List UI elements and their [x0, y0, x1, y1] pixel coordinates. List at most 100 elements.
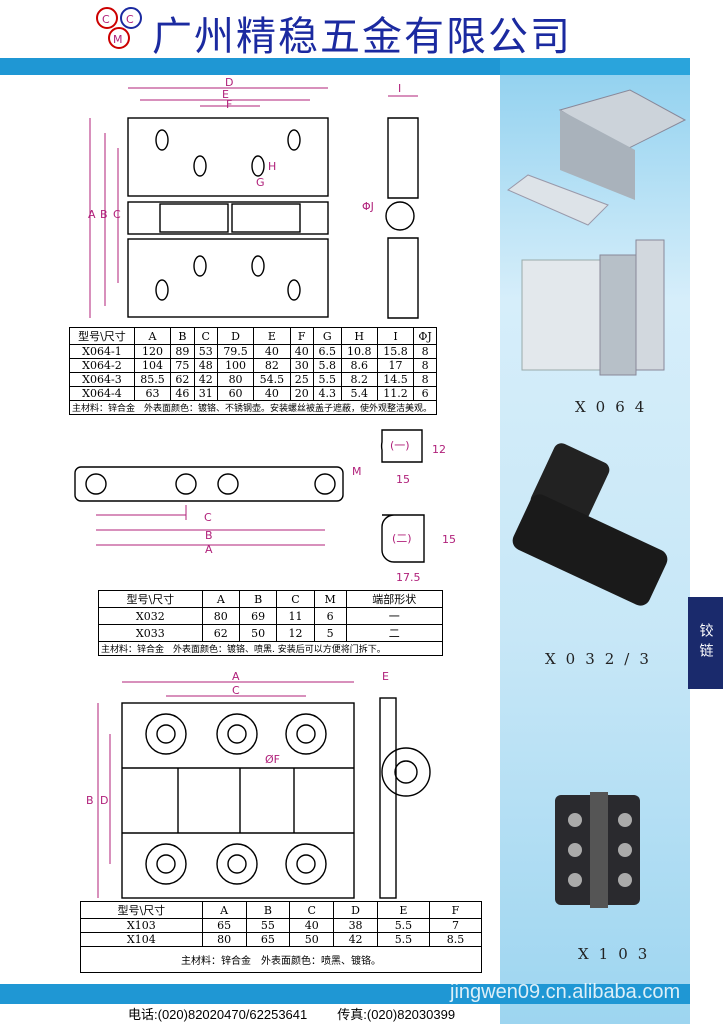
top-bar-right: [500, 58, 690, 75]
svg-text:ØF: ØF: [265, 753, 280, 766]
svg-text:M: M: [113, 33, 123, 46]
table-cell: 85.5: [133, 372, 172, 387]
svg-text:A: A: [88, 208, 96, 221]
table-cell: 82: [253, 358, 291, 373]
table-cell: 80: [216, 372, 255, 387]
table-cell: 62: [170, 372, 195, 387]
table-cell: 104: [133, 358, 172, 373]
table-cell: X064-1: [69, 344, 135, 359]
table-cell: 40: [253, 386, 291, 401]
svg-text:(一): (一): [390, 439, 410, 452]
table-cell: 5.5: [376, 932, 430, 947]
table-cell: 31: [193, 386, 218, 401]
table-cell: 69: [238, 607, 278, 625]
svg-text:(二): (二): [392, 532, 412, 545]
table-cell: 5: [313, 624, 347, 642]
svg-text:ΦJ: ΦJ: [362, 200, 374, 213]
table-cell: 5.5: [376, 918, 430, 933]
svg-text:12: 12: [432, 443, 446, 456]
x032-label: X032/3: [545, 650, 659, 668]
table-cell: 100: [216, 358, 255, 373]
svg-text:D: D: [100, 794, 108, 807]
svg-text:17.5: 17.5: [396, 571, 421, 584]
table-cell: 40: [253, 344, 291, 359]
table-cell: 25: [289, 372, 314, 387]
table-cell: 8.2: [340, 372, 378, 387]
x032-photo: [512, 443, 668, 606]
table-cell: 79.5: [216, 344, 255, 359]
table-cell: 5.4: [340, 386, 378, 401]
x064-photo: [507, 89, 687, 376]
svg-text:C: C: [232, 684, 240, 697]
table-cell: 40: [289, 918, 335, 933]
category-tab[interactable]: 铰链: [688, 597, 723, 689]
table-cell: 8: [413, 344, 437, 359]
table-cell: X104: [80, 932, 203, 947]
table-cell: 5.8: [312, 358, 342, 373]
table-cell: 8: [413, 358, 437, 373]
svg-text:I: I: [398, 82, 401, 95]
x103-label: X103: [578, 945, 658, 963]
x064-label: X064: [575, 398, 655, 416]
table-cell: X033: [98, 624, 203, 642]
table-cell: 80: [201, 932, 247, 947]
table-cell: 10.8: [340, 344, 378, 359]
table-cell: 11.2: [376, 386, 415, 401]
svg-text:15: 15: [442, 533, 456, 546]
table-cell: 二: [345, 624, 444, 642]
table-cell: 12: [276, 624, 315, 642]
table-cell: 6.5: [312, 344, 342, 359]
table-cell: 42: [333, 932, 378, 947]
table-cell: 15.8: [376, 344, 415, 359]
table-cell: 62: [201, 624, 240, 642]
svg-text:F: F: [226, 98, 232, 111]
table-cell: X064-2: [69, 358, 135, 373]
watermark: jingwen09.cn.alibaba.com: [450, 981, 681, 1003]
svg-text:C: C: [102, 13, 110, 26]
table-cell: 63: [133, 386, 172, 401]
table-cell: 75: [170, 358, 195, 373]
table-cell: 11: [276, 607, 315, 625]
table-cell: 65: [201, 918, 247, 933]
table-cell: 40: [289, 344, 314, 359]
svg-text:B: B: [86, 794, 94, 807]
table-cell: 6: [313, 607, 347, 625]
table-cell: 80: [201, 607, 240, 625]
table-cell: 120: [133, 344, 172, 359]
table-cell: 30: [289, 358, 314, 373]
svg-text:G: G: [256, 176, 265, 189]
svg-text:H: H: [268, 160, 276, 173]
table-cell: 38: [333, 918, 378, 933]
table-cell: 46: [170, 386, 195, 401]
svg-text:A: A: [232, 670, 240, 683]
table-cell: X064-3: [69, 372, 135, 387]
table-cell: 89: [170, 344, 195, 359]
table-cell: 55: [245, 918, 291, 933]
table-cell: 4.3: [312, 386, 342, 401]
bottom-bar: [0, 984, 690, 1004]
svg-text:B: B: [205, 529, 213, 542]
company-name: 广州精稳五金有限公司: [152, 14, 572, 60]
table-cell: 20: [289, 386, 314, 401]
table-cell: X103: [80, 918, 203, 933]
table-cell: 42: [193, 372, 218, 387]
table-cell: 50: [238, 624, 278, 642]
svg-text:C: C: [204, 511, 212, 524]
table-cell: 8: [413, 372, 437, 387]
svg-text:C: C: [113, 208, 121, 221]
table-cell: 6: [413, 386, 437, 401]
table-cell: 50: [289, 932, 335, 947]
table-cell: X032: [98, 607, 203, 625]
table-cell: 14.5: [376, 372, 415, 387]
svg-text:M: M: [352, 465, 362, 478]
